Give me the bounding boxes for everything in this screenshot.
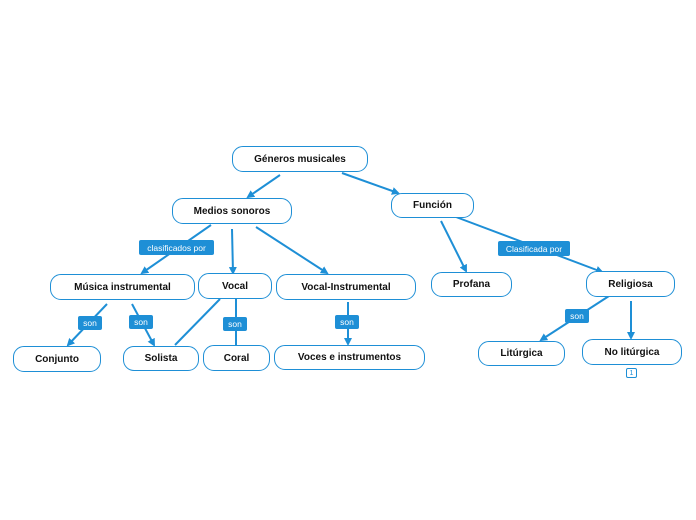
node-coral[interactable]: Coral (203, 345, 270, 371)
edge-root-funcion (341, 172, 400, 195)
node-solista[interactable]: Solista (123, 346, 199, 371)
edge-medios-vocal (228, 228, 237, 275)
node-musica-instrumental[interactable]: Música instrumental (50, 274, 195, 300)
label-son-voces: son (335, 315, 359, 329)
edge-vocal-solista (174, 298, 221, 346)
label-clasificados-por: clasificados por (139, 240, 214, 255)
label-son-coral: son (223, 317, 247, 331)
label-son-liturgica: son (565, 309, 589, 323)
node-funcion[interactable]: Función (391, 193, 474, 218)
edge-root-medios (246, 174, 281, 199)
node-voces-instrumentos[interactable]: Voces e instrumentos (274, 345, 425, 370)
node-no-liturgica[interactable]: No litúrgica (582, 339, 682, 365)
node-vocal-instrumental[interactable]: Vocal-Instrumental (276, 274, 416, 300)
node-vocal[interactable]: Vocal (198, 273, 272, 299)
label-clasificada-por: Clasificada por (498, 241, 570, 256)
node-profana[interactable]: Profana (431, 272, 512, 297)
edge-medios-vocalinst (255, 226, 329, 275)
node-generos-musicales[interactable]: Géneros musicales (232, 146, 368, 172)
node-liturgica[interactable]: Litúrgica (478, 341, 565, 366)
count-badge[interactable]: 1 (626, 368, 637, 378)
node-religiosa[interactable]: Religiosa (586, 271, 675, 297)
node-conjunto[interactable]: Conjunto (13, 346, 101, 372)
label-son-solista: son (129, 315, 153, 329)
node-medios-sonoros[interactable]: Medios sonoros (172, 198, 292, 224)
label-son-conjunto: son (78, 316, 102, 330)
edge-funcion-profana (440, 220, 467, 273)
